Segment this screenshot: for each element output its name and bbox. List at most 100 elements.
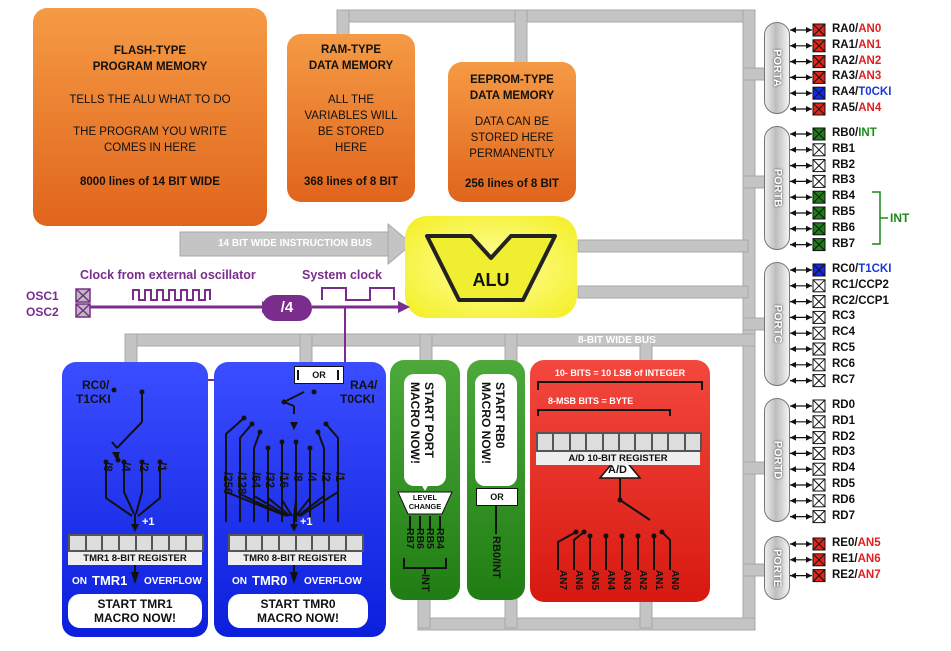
tmr0-or-box: OR [294,366,344,384]
portc-pin-3 [790,310,826,324]
portb-pin-label-2: RB2 [832,158,856,171]
tmr1-overflow-word: OVERFLOW [144,576,202,587]
port-int-level-2: CHANGE [408,502,442,511]
porte-bus [764,536,790,600]
eeprom-desc-2: STORED HERE [470,132,554,144]
portc-pin-label-5: RC5 [832,342,856,354]
porte-pin-0 [790,537,826,551]
portb-pin-2 [790,159,826,173]
porte-pin-1 [790,553,826,567]
adc-register-cells [536,432,702,452]
ram-desc-3: BE STORED [317,126,385,138]
tmr1-prescaler-wiring [103,387,163,584]
tmr1-register-label: TMR1 8-BIT REGISTER [68,552,202,565]
adc-symbol: A/D [608,464,627,476]
portc-pin-7 [790,374,826,388]
portb-int-label: INT [890,211,910,225]
portb-pin-label-3: RB3 [832,174,856,187]
port-change-interrupt-block: START PORT MACRO NOW! LEVEL CHANGE RB7 R… [390,360,460,600]
porta-pin-label-3: RA3/AN3 [832,70,882,83]
portc-pin-6 [790,358,826,372]
porta-pin-2 [790,55,826,69]
flash-title-1: FLASH-TYPE [113,45,187,57]
porta-bus [764,22,790,114]
tmr1-register-cells [68,534,204,552]
tmr1-input-2: T1CKI [76,392,111,406]
portc-pin-1 [790,279,826,293]
portd-pin-label-3: RD3 [832,446,856,459]
tmr1-input-1: RC0/ [82,378,110,392]
portd-pin-label-7: RD7 [832,509,856,522]
portd-pin-6 [790,494,826,508]
portb-pin-4 [790,190,826,204]
flash-desc-2a: THE PROGRAM YOU WRITE [73,126,227,138]
alu-block: ALU [405,216,577,318]
tmr0-register-cells [228,534,364,552]
tmr0-input-1: RA4/ [350,378,378,392]
eeprom-desc-3: PERMANENTLY [469,148,555,160]
port-int-level-change-shape [397,484,453,574]
portb-pin-label-4: RB4 [832,190,856,203]
tmr0-overflow-word: OVERFLOW [304,576,362,587]
port-int-level-1: LEVEL [412,493,438,502]
flash-desc-2b: COMES IN HERE [103,142,196,154]
eeprom-desc-1: DATA CAN BE [474,116,550,128]
tmr1-macro-2: MACRO NOW! [94,611,176,625]
tmr0-overflow-name: TMR0 [252,573,288,588]
instruction-bus-label: 14 BIT WIDE INSTRUCTION BUS [218,238,372,249]
tmr0-macro-1: START TMR0 [260,597,336,611]
portb-pin-0 [790,127,826,141]
portb-pin-label-1: RB1 [832,142,856,155]
portd-pin-label-4: RD4 [832,462,856,475]
portb-pin-label-5: RB5 [832,206,856,218]
portd-pin-1 [790,415,826,429]
portc-pin-4 [790,326,826,340]
tmr0-prescaler-wiring [225,370,339,584]
portc-pin-label-1: RC1/CCP2 [832,278,889,291]
adc-top-label: 10- BITS = 10 LSB of INTEGER [554,368,686,378]
portc-bus [764,262,790,386]
portb-pin-label-7: RB7 [832,237,856,250]
rb0-interrupt-block: START RB0 MACRO NOW! OR RB0/INT [467,360,525,600]
porta-pin-1 [790,39,826,53]
divide-by-4-block: /4 [262,295,312,321]
portc-pin-label-0: RC0/T1CKI [832,263,892,275]
portb-pin-6 [790,222,826,236]
porta-pin-label-1: RA1/AN1 [832,38,882,51]
flash-size: 8000 lines of 14 BIT WIDE [80,176,220,188]
porta-pin-3 [790,70,826,84]
adc-register-label: A/D 10-BIT REGISTER [536,452,700,465]
adc-block: 10- BITS = 10 LSB of INTEGER 8-MSB BITS … [530,360,710,602]
ram-desc-1: ALL THE [327,94,375,106]
portc-pin-label-3: RC3 [832,310,856,323]
tmr1-overflow-name: TMR1 [92,573,128,588]
start-tmr1-macro-pill: START TMR1 MACRO NOW! [68,594,202,628]
portd-pin-label-0: RD0 [832,399,856,411]
ram-title-1: RAM-TYPE [320,44,382,56]
portb-pin-7 [790,238,826,252]
porte-pin-label-2: RE2/AN7 [832,568,881,581]
eeprom-title-1: EEPROM-TYPE [470,74,554,86]
rb0-int-white-pill [475,374,517,486]
tmr0-plus-one: +1 [300,516,313,528]
porte-pin-2 [790,569,826,583]
portc-pin-label-7: RC7 [832,373,856,386]
portc-pin-5 [790,342,826,356]
rb0-int-wiring [495,506,497,534]
flash-desc-1: TELLS THE ALU WHAT TO DO [69,94,231,106]
portd-pin-label-1: RD1 [832,414,856,427]
start-tmr0-macro-pill: START TMR0 MACRO NOW! [228,594,368,628]
porte-pin-label-0: RE0/AN5 [832,537,881,549]
tmr1-overflow-on: ON [72,576,87,587]
portc-pin-label-2: RC2/CCP1 [832,294,889,307]
tmr0-block: OR RA4/ T0CKI [214,362,386,637]
tmr0-register-label: TMR0 8-BIT REGISTER [228,552,362,565]
portc-pin-label-4: RC4 [832,326,856,339]
ram-size: 368 lines of 8 BIT [304,176,398,188]
external-clock-label: Clock from external oscillator [80,268,256,282]
porta-pin-label-5: RA5/AN4 [832,102,882,114]
porte-pin-label-1: RE1/AN6 [832,552,881,565]
alu-shape [425,234,557,302]
